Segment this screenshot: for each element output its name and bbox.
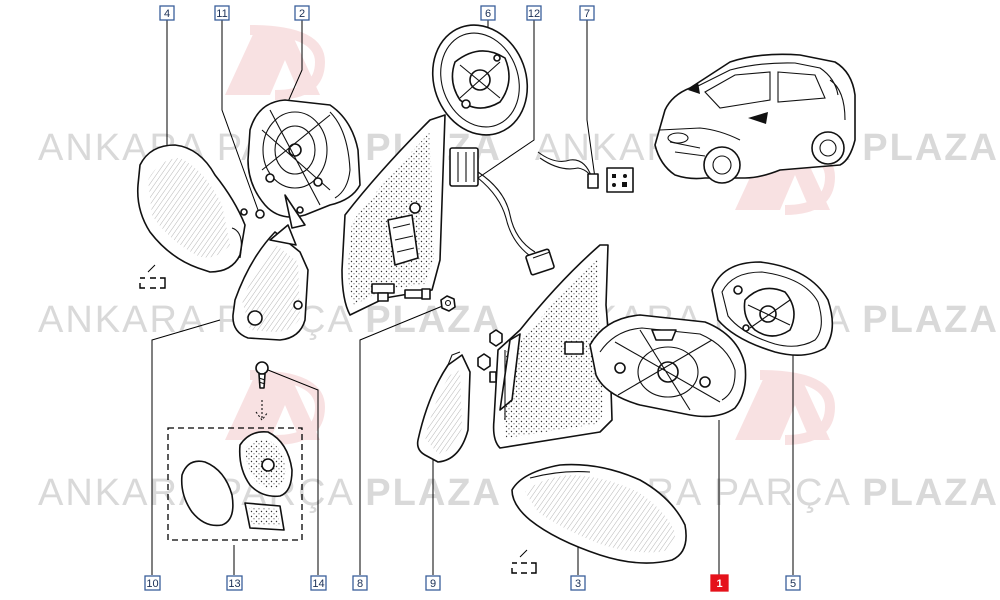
part-2-motor-housing <box>247 99 361 229</box>
part-13-kit <box>167 400 303 541</box>
car-illustration <box>654 53 856 184</box>
svg-text:5: 5 <box>790 578 796 590</box>
part-4-outer-cover <box>136 144 246 273</box>
part-1-mirror-housing <box>564 314 747 418</box>
svg-text:4: 4 <box>164 8 170 20</box>
svg-text:10: 10 <box>146 578 158 590</box>
watermark-logo <box>735 370 836 445</box>
svg-text:8: 8 <box>357 578 363 590</box>
callout-10[interactable]: 10 <box>144 575 161 591</box>
callout-8[interactable]: 8 <box>352 575 368 591</box>
leader-line-7 <box>586 20 596 179</box>
connector-icon <box>606 167 634 193</box>
part-9-inner-trim <box>416 351 471 463</box>
right-mirror-base <box>492 244 613 449</box>
left-mirror-base <box>341 114 446 316</box>
svg-text:13: 13 <box>228 578 240 590</box>
leader-line-11 <box>221 20 259 211</box>
watermark-logo <box>225 25 326 100</box>
leader-line-10 <box>151 319 221 575</box>
part-12-wiring-harness <box>449 147 555 276</box>
part-10-inner-trim <box>232 224 309 341</box>
part-7-heater-wire <box>537 151 634 193</box>
callout-11[interactable]: 11 <box>214 5 230 21</box>
callout-13[interactable]: 13 <box>226 575 243 591</box>
callout-6[interactable]: 6 <box>480 5 496 21</box>
svg-text:7: 7 <box>584 8 590 20</box>
clip-symbol <box>139 264 166 289</box>
mirror-marker <box>688 82 700 94</box>
callout-14[interactable]: 14 <box>310 575 327 591</box>
callout-9[interactable]: 9 <box>425 575 441 591</box>
clip-symbol <box>511 549 537 574</box>
watermark-logo <box>225 370 326 445</box>
svg-text:9: 9 <box>430 578 436 590</box>
part-3-outer-cover <box>511 463 687 564</box>
leader-line-8 <box>359 304 446 575</box>
callout-7[interactable]: 7 <box>579 5 595 21</box>
leader-line-12 <box>477 20 535 179</box>
part-5-mirror-glass <box>711 261 834 356</box>
callout-12[interactable]: 12 <box>526 5 542 21</box>
screws <box>477 329 503 383</box>
callout-1[interactable]: 1 <box>710 574 729 592</box>
svg-text:14: 14 <box>312 578 324 590</box>
callout-5[interactable]: 5 <box>785 575 801 591</box>
callout-3[interactable]: 3 <box>570 575 586 591</box>
callout-labels: 4 11 2 6 12 7 10 13 <box>144 5 801 592</box>
svg-text:12: 12 <box>528 8 540 20</box>
bolt <box>404 288 431 300</box>
svg-text:11: 11 <box>216 8 227 20</box>
leader-line-14 <box>267 369 319 575</box>
bolt <box>371 283 395 302</box>
svg-text:2: 2 <box>299 8 305 20</box>
part-14-screw <box>255 361 269 389</box>
svg-text:1: 1 <box>716 578 722 590</box>
part-6-mirror-glass <box>431 24 529 136</box>
svg-text:3: 3 <box>575 578 581 590</box>
mirror-marker <box>748 112 768 124</box>
part-8-nut <box>440 295 456 312</box>
part-11-screw <box>240 208 265 219</box>
callout-2[interactable]: 2 <box>294 5 310 21</box>
callout-4[interactable]: 4 <box>159 5 175 21</box>
svg-text:6: 6 <box>485 8 491 20</box>
